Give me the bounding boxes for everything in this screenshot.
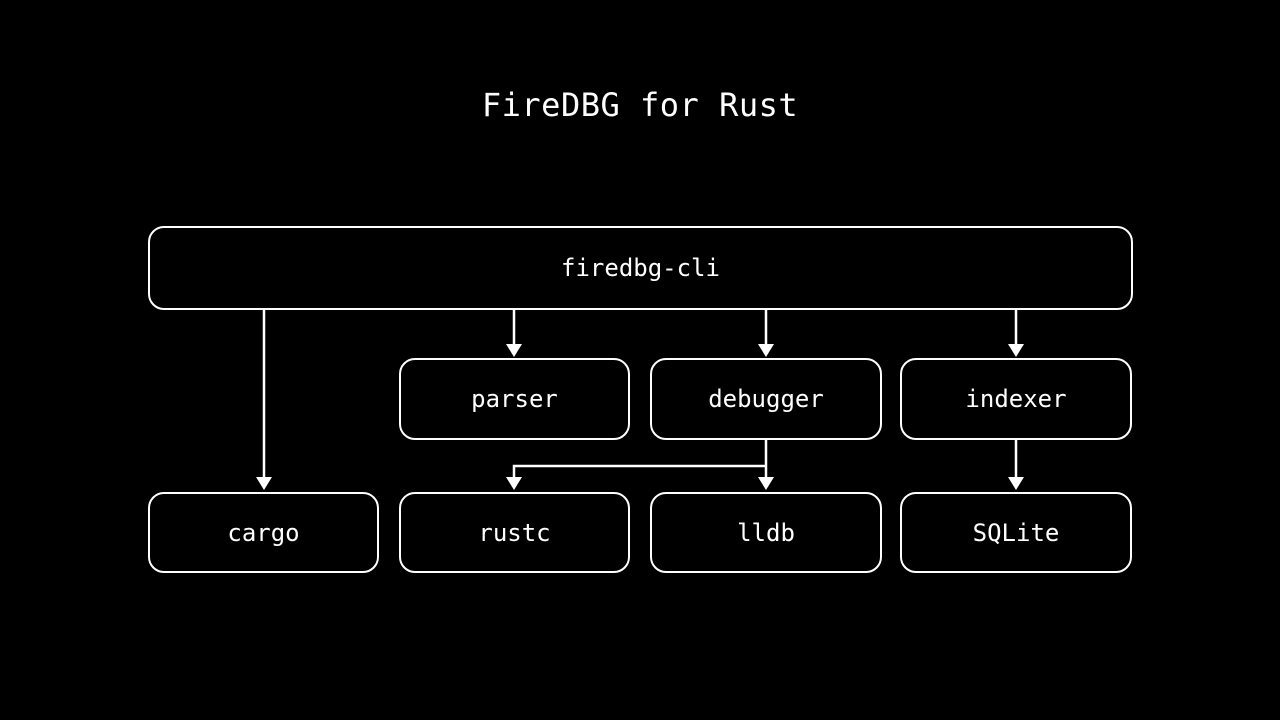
- node-sqlite: SQLite: [900, 492, 1132, 573]
- node-parser: parser: [399, 358, 630, 440]
- node-parser-label: parser: [471, 385, 558, 413]
- node-debugger: debugger: [650, 358, 882, 440]
- node-firedbg-cli-label: firedbg-cli: [561, 254, 720, 282]
- node-debugger-label: debugger: [708, 385, 824, 413]
- arrow-debugger-to-rustc: [506, 464, 766, 490]
- node-sqlite-label: SQLite: [972, 518, 1060, 547]
- diagram-title: FireDBG for Rust: [481, 86, 799, 124]
- node-firedbg-cli: firedbg-cli: [148, 226, 1133, 310]
- node-cargo-label: cargo: [227, 518, 300, 547]
- node-lldb-label: lldb: [737, 518, 795, 547]
- node-indexer-label: indexer: [965, 385, 1067, 413]
- node-cargo: cargo: [148, 492, 379, 573]
- node-rustc: rustc: [399, 492, 630, 573]
- node-lldb: lldb: [650, 492, 882, 573]
- node-indexer: indexer: [900, 358, 1132, 440]
- node-rustc-label: rustc: [478, 518, 551, 547]
